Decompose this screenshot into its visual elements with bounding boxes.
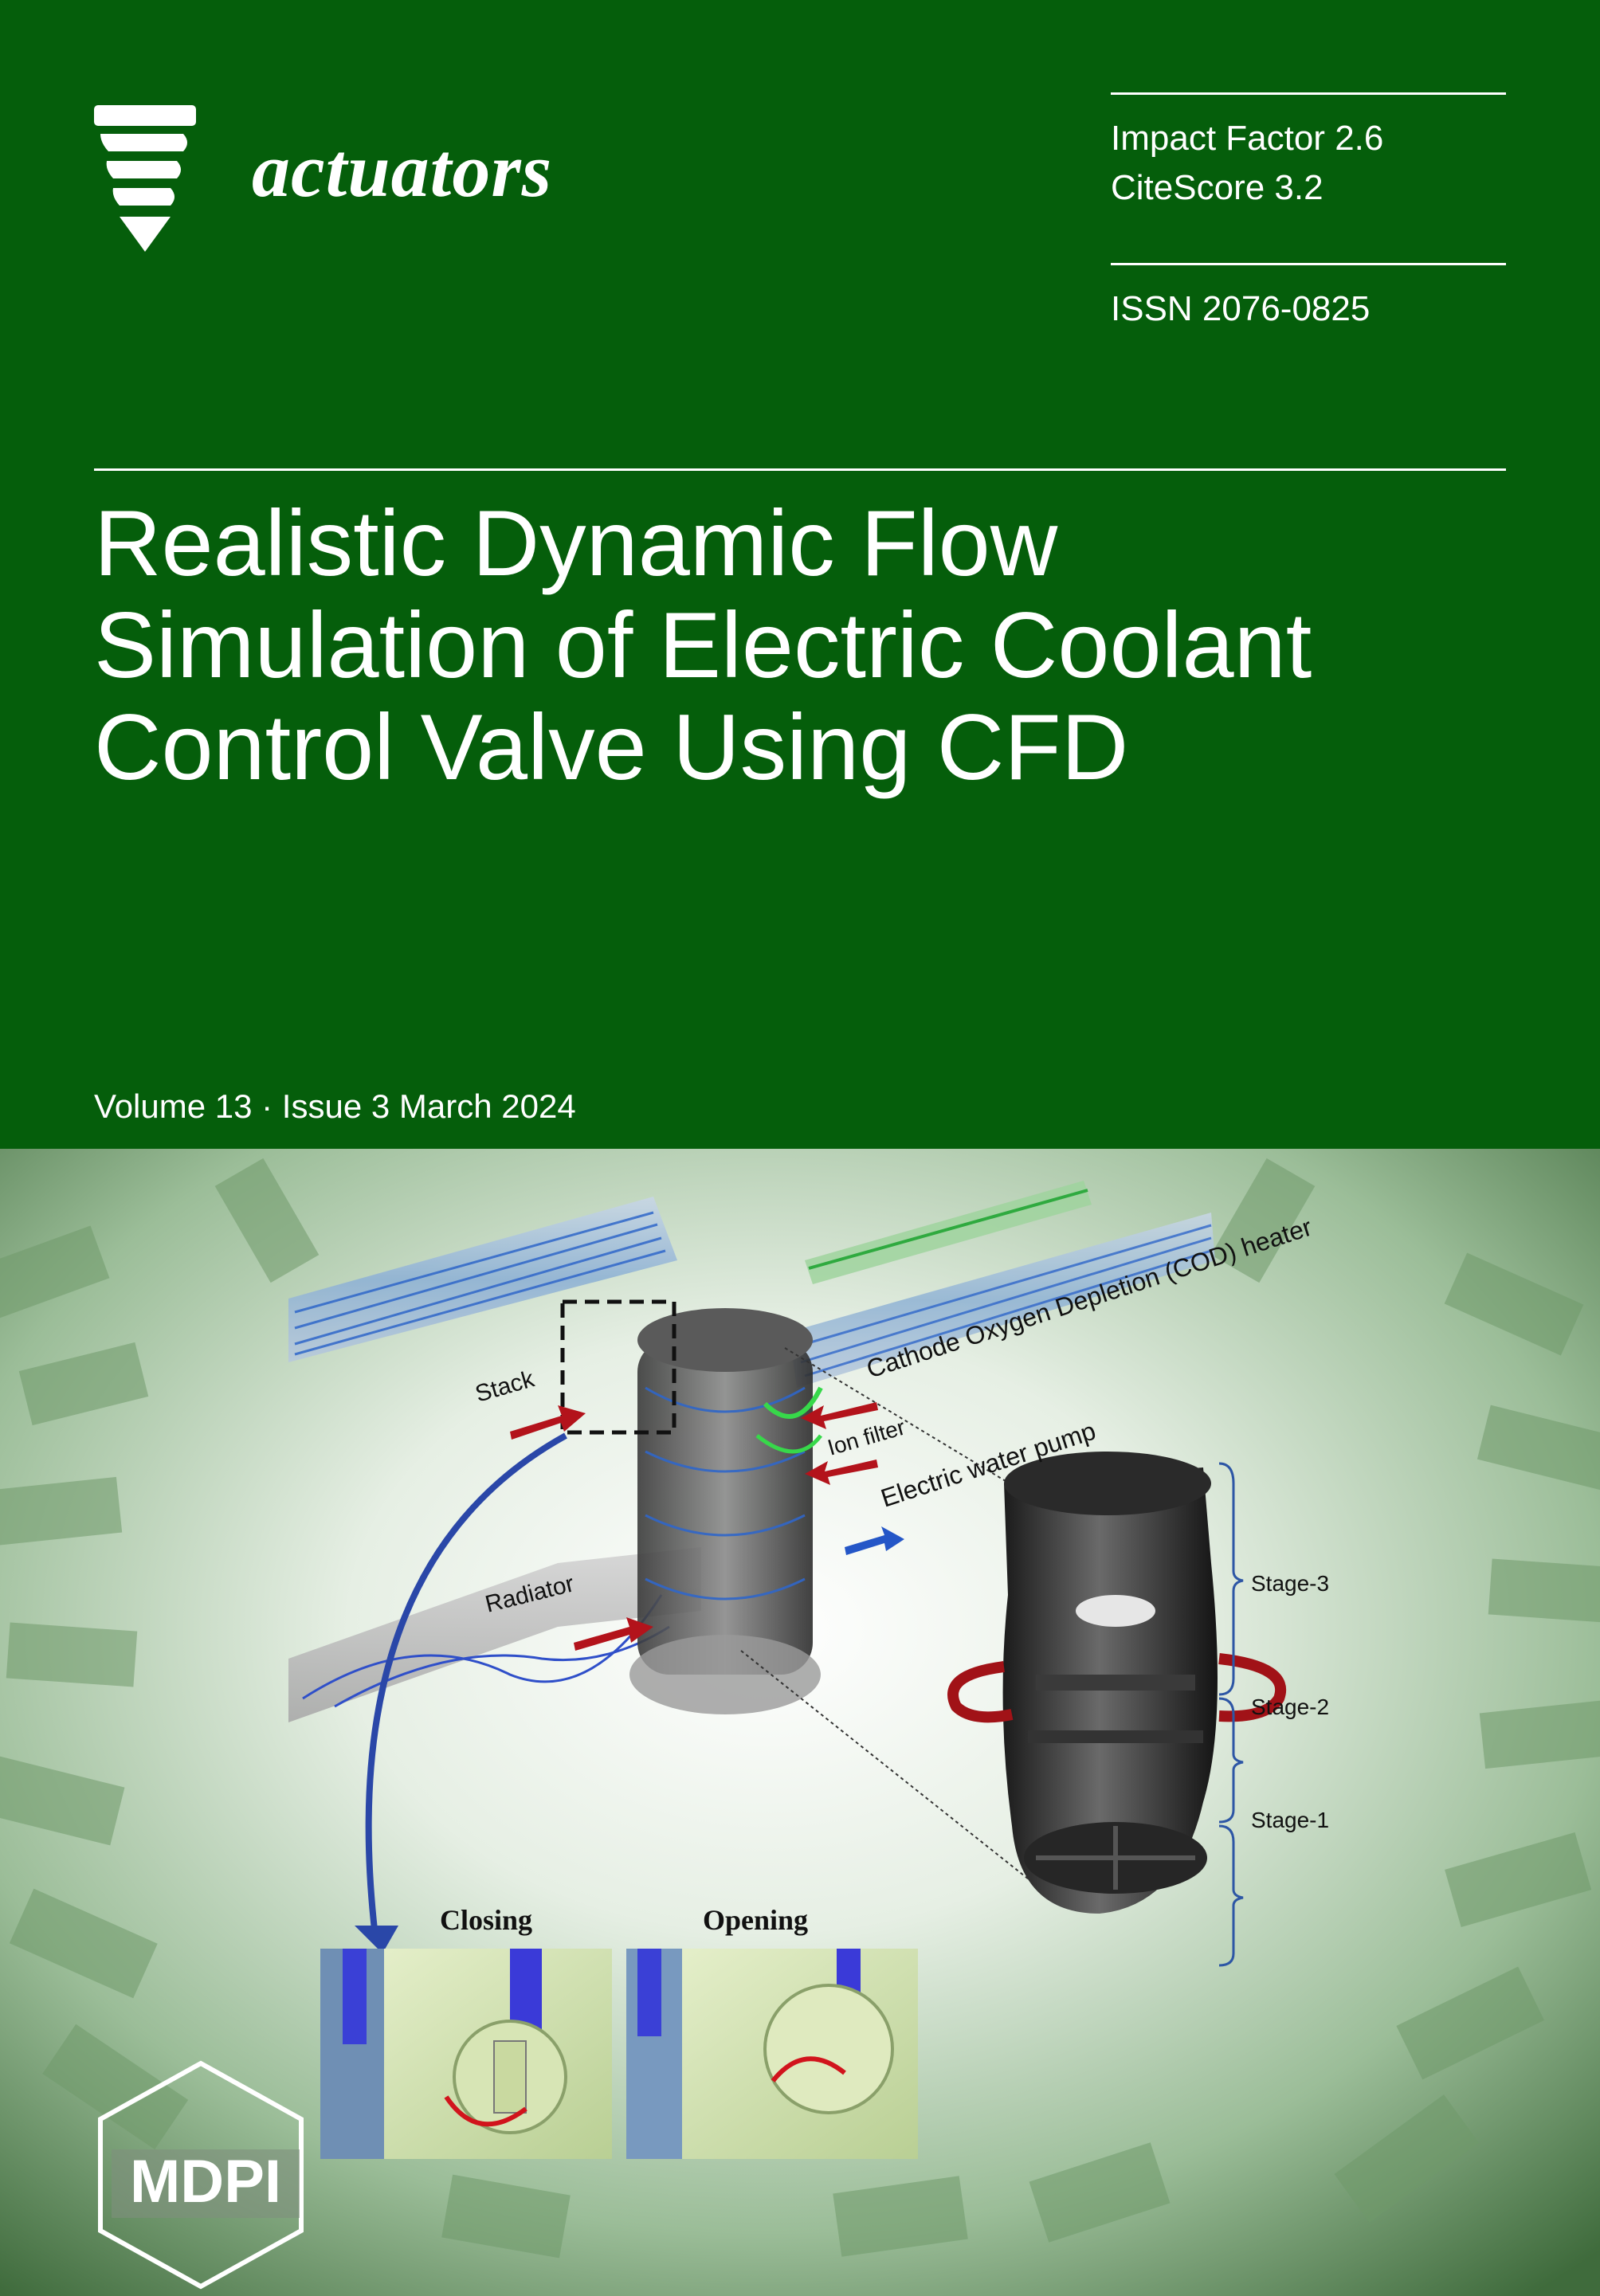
outflow-arrow-icon [845, 1526, 904, 1555]
issn: ISSN 2076-0825 [1111, 289, 1371, 328]
label-stage-1: Stage-1 [1251, 1808, 1329, 1832]
actuator-logo-icon [94, 105, 196, 252]
detail-arrowhead-icon [355, 1926, 398, 1953]
detail-arrow-icon [365, 1432, 567, 1930]
rotary-valve [1002, 1452, 1218, 1914]
leader-lines [740, 1347, 1053, 1898]
title-line-3: Control Valve Using CFD [94, 695, 1129, 799]
rotation-arrow-right-icon [1218, 1653, 1286, 1722]
stack-pipe [288, 1197, 677, 1362]
opening-inset [626, 1949, 918, 2159]
flow-arrow-icon [510, 1402, 878, 1651]
background-gear-icon [0, 1158, 1600, 2259]
cod-pipe [805, 1181, 1092, 1284]
impact-factor: Impact Factor 2.6 [1111, 119, 1384, 158]
stage-brackets [1218, 1462, 1244, 1967]
water-pump-pipe [789, 1213, 1215, 1388]
rotation-arrow-left-icon [947, 1661, 1014, 1723]
label-stage-2: Stage-2 [1251, 1695, 1329, 1719]
cover-header: actuators Impact Factor 2.6 CiteScore 3.… [94, 92, 1520, 1125]
cover-image: Stack Radiator Cathode Oxygen Depletion … [0, 1149, 1600, 2296]
publisher-name: MDPI [130, 2148, 281, 2216]
closing-inset [320, 1949, 612, 2159]
metrics-top-rule [1111, 92, 1506, 95]
title-line-2: Simulation of Electric Coolant [94, 593, 1312, 697]
title-line-1: Realistic Dynamic Flow [94, 491, 1058, 595]
zoom-region-box [560, 1299, 676, 1435]
mdpi-logo: MDPI [98, 2060, 304, 2290]
valve-housing [629, 1308, 823, 1714]
article-title: Realistic Dynamic Flow Simulation of Ele… [94, 492, 1520, 798]
title-rule [94, 468, 1506, 471]
radiator-pipe [288, 1547, 701, 1722]
label-opening: Opening [703, 1904, 808, 1936]
metrics-bottom-rule [1111, 263, 1506, 265]
citescore: CiteScore 3.2 [1111, 168, 1324, 207]
issue-info: Volume 13 · Issue 3 March 2024 [94, 1087, 576, 1125]
journal-name: actuators [252, 127, 553, 213]
label-stage-3: Stage-3 [1251, 1571, 1329, 1596]
label-closing: Closing [440, 1904, 532, 1936]
